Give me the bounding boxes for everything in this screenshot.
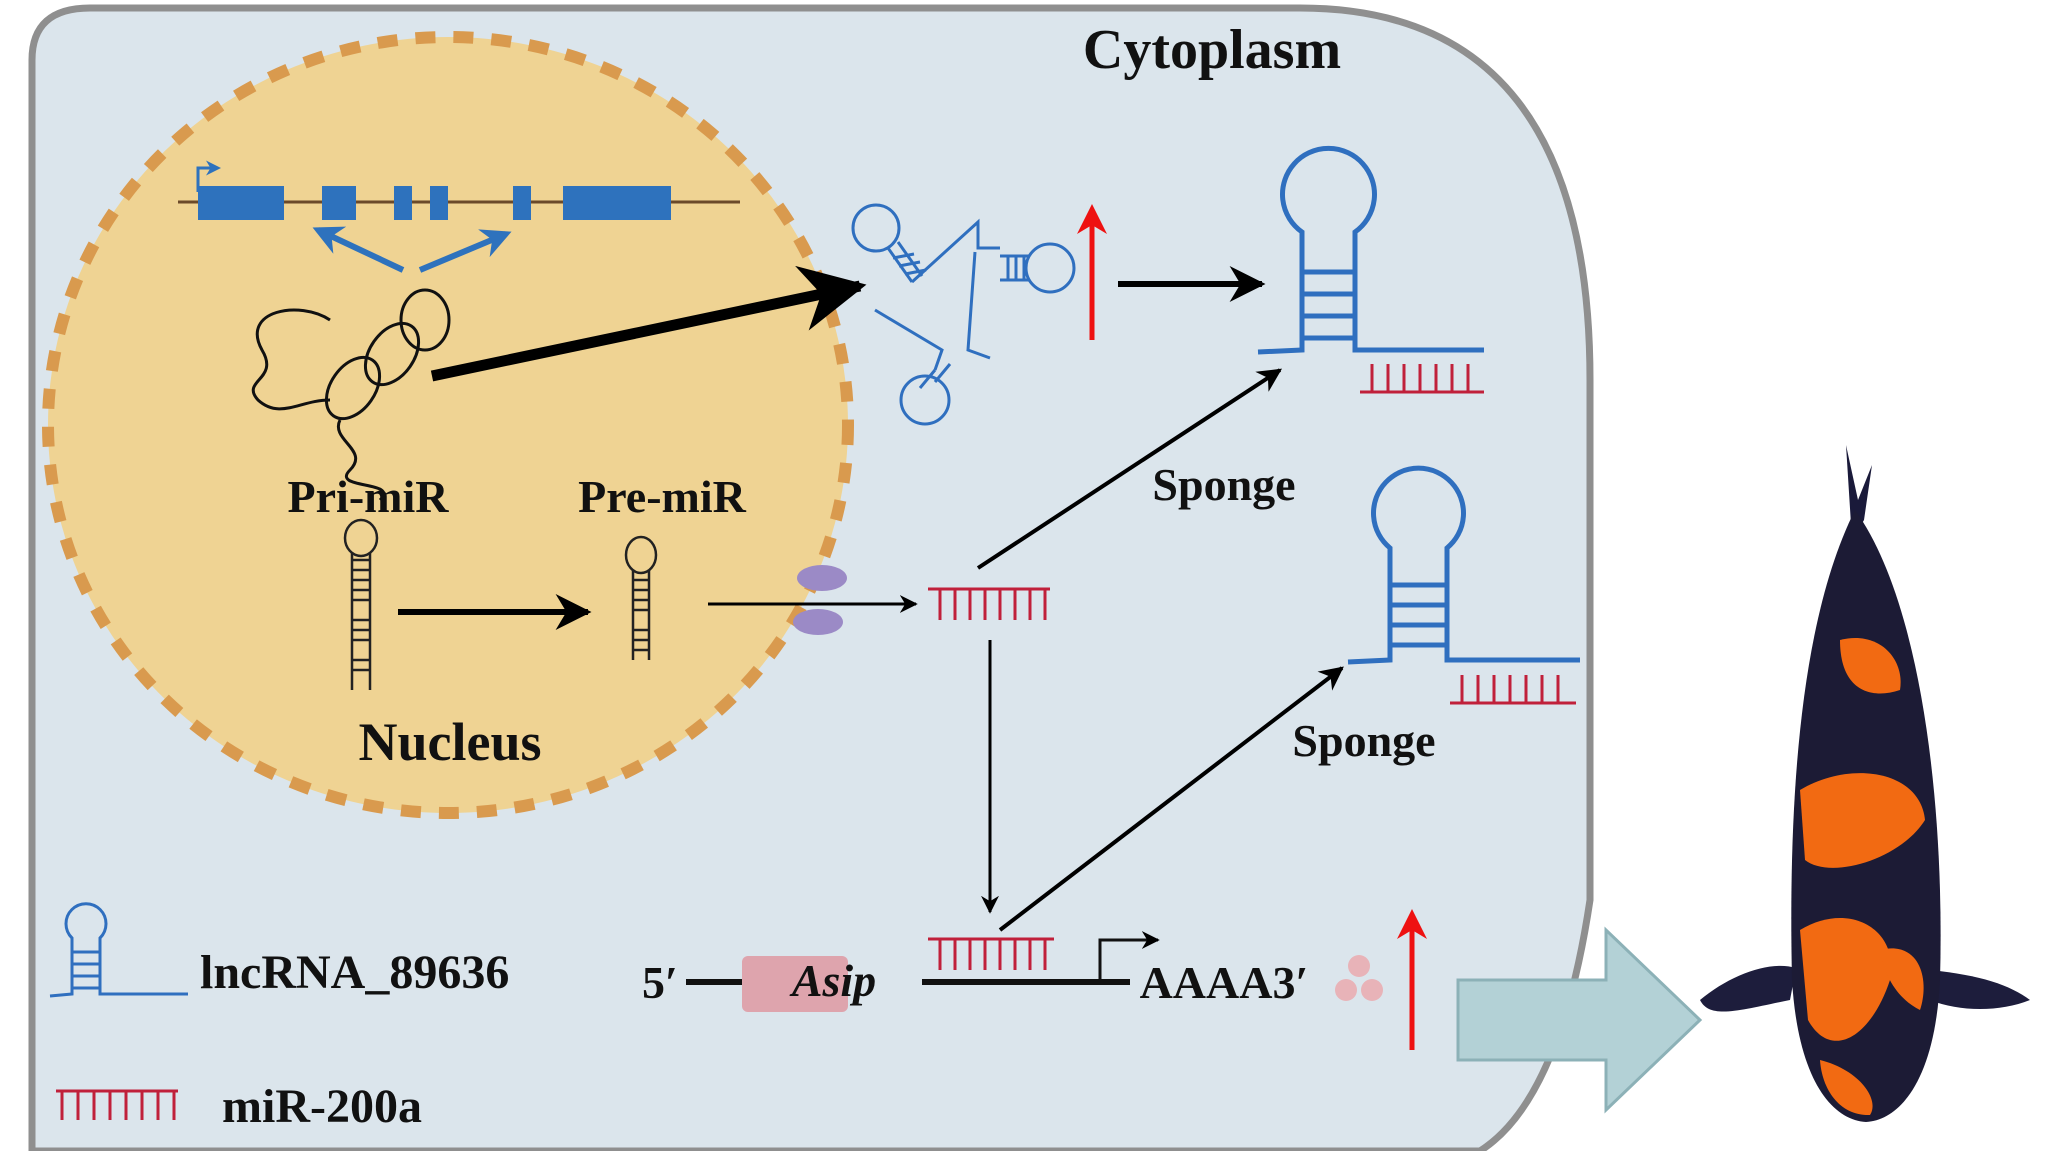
pre-mir-hairpin-icon — [624, 535, 658, 660]
poly-a-label: AAAA3′ — [1140, 957, 1309, 1008]
exon — [322, 186, 356, 220]
nucleus-label: Nucleus — [358, 712, 541, 772]
exon — [394, 186, 412, 220]
pre-mir-label: Pre-miR — [578, 471, 747, 522]
legend-lncrna-label: lncRNA_89636 — [200, 946, 509, 999]
sponge-arrow-bottom — [998, 666, 1344, 932]
splice-arrow-right — [418, 229, 512, 273]
nuclear-pore-bottom — [793, 609, 843, 635]
pri-mir-label: Pri-miR — [288, 471, 450, 522]
mature-mirna-icon — [928, 587, 1050, 620]
fish-patch — [1820, 1060, 1873, 1116]
translation-start-arrow — [1098, 931, 1160, 982]
sponge-label-bottom: Sponge — [1292, 715, 1435, 766]
asip-gene-label: Asip — [789, 955, 876, 1006]
koi-fish-image — [1700, 445, 2030, 1122]
sponge-arrow-top — [976, 368, 1283, 570]
phenotype-arrow — [1456, 926, 1703, 1114]
cytoplasmic-lncrna-icon — [851, 203, 1076, 426]
fish-patch — [1800, 773, 1925, 868]
lncrna-sponge-hairpin-top — [1257, 145, 1484, 355]
fish-patch — [1800, 918, 1892, 1041]
fish-fin-right — [1930, 970, 2030, 1009]
fish-patch — [1840, 638, 1901, 694]
exon — [198, 186, 284, 220]
mirna-bound-bottom — [1450, 675, 1576, 705]
splice-arrow-left — [312, 226, 405, 273]
exon — [430, 186, 448, 220]
gene-structure — [178, 160, 740, 273]
nucleus — [42, 31, 854, 819]
fish-patch — [1880, 948, 1924, 1010]
asip-gene-box[interactable] — [742, 956, 848, 1012]
sponge-label-top: Sponge — [1152, 459, 1295, 510]
mirna-bound-mrna — [928, 937, 1054, 970]
lncrna-transcript-icon — [251, 288, 451, 502]
legend: lncRNA_89636 miR-200a — [49, 902, 509, 1133]
exon — [513, 186, 531, 220]
mirna-bound-top — [1360, 364, 1484, 394]
pri-mir-hairpin-icon — [343, 518, 379, 690]
five-prime-label: 5′ — [642, 957, 678, 1008]
exon — [563, 186, 671, 220]
lncrna-sponge-hairpin-bottom — [1347, 465, 1580, 665]
protein-product-icon — [1335, 955, 1383, 1001]
nuclear-pore-top — [797, 565, 847, 591]
mirna-comb-icon — [56, 1089, 178, 1120]
lncrna-hairpin-icon — [49, 902, 188, 998]
transcription-start-icon — [196, 160, 221, 192]
cytoplasm-label: Cytoplasm — [1083, 19, 1341, 81]
legend-mirna-label: miR-200a — [222, 1080, 422, 1133]
fish-fin-left — [1700, 965, 1796, 1012]
export-arrow — [430, 265, 867, 382]
